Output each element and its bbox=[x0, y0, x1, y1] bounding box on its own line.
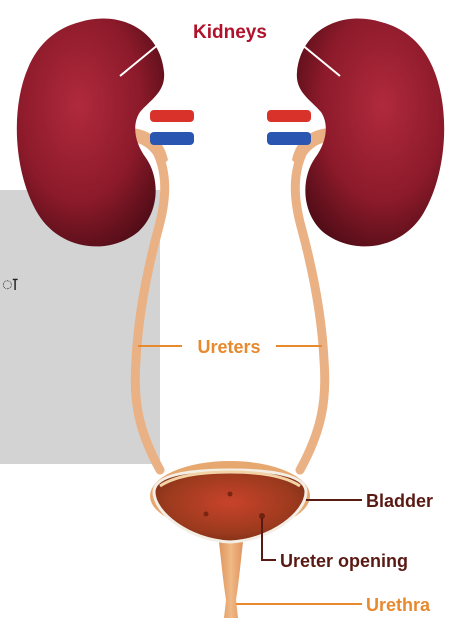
urethra-label: Urethra bbox=[366, 595, 431, 615]
right-blood-vessels bbox=[267, 110, 311, 145]
kidneys-label: Kidneys bbox=[193, 22, 267, 43]
ureters-label: Ureters bbox=[197, 337, 260, 357]
left-blood-vessels bbox=[150, 110, 194, 145]
ureter-opening-label: Ureter opening bbox=[280, 551, 408, 571]
bladder-spot bbox=[228, 492, 233, 497]
bladder-label: Bladder bbox=[366, 491, 433, 511]
bladder-spot bbox=[204, 512, 209, 517]
bladder-body bbox=[154, 470, 306, 542]
